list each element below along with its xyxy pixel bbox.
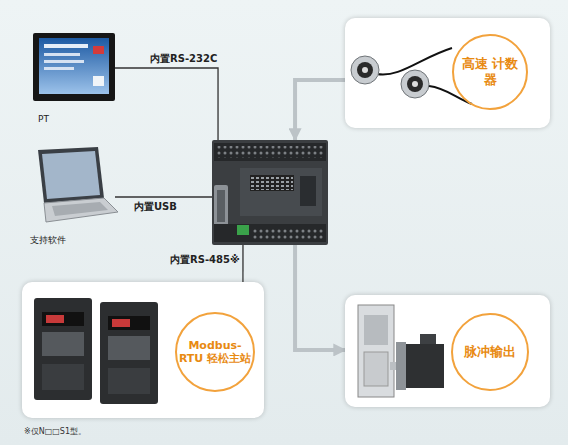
encoder-body: [401, 70, 429, 98]
rs232c-port-inner: [217, 190, 225, 222]
encoder-shaft: [362, 67, 368, 73]
rs232c-port: [214, 185, 228, 227]
plc-unit: [212, 140, 328, 245]
plc-cover: [300, 176, 316, 206]
pt-screen: [39, 38, 109, 94]
screen-widget: [44, 67, 74, 70]
function-title: Modbus-RTU 轻松主站: [178, 332, 252, 372]
motor-connector: [420, 334, 436, 344]
highlight-circle: [452, 314, 528, 390]
inverter-display: [108, 316, 150, 330]
function-title: 高速 计数器: [459, 50, 521, 94]
laptop-screen: [42, 151, 100, 199]
function-panel: 脉冲输出: [345, 295, 550, 407]
highlight-circle: [176, 313, 254, 391]
footnote: ※仅N□□S1型。: [24, 426, 86, 437]
encoder-body: [351, 56, 379, 84]
cable-line: [115, 68, 218, 140]
motor-flange: [396, 342, 406, 390]
led-row: [251, 176, 293, 190]
pt-bezel: [33, 33, 115, 101]
port-label: 内置RS-485※: [170, 253, 240, 267]
servo-driver: [358, 305, 394, 397]
function-title: 脉冲输出: [455, 337, 525, 367]
driver-panel: [364, 315, 388, 345]
terminal-strip: [214, 224, 326, 242]
servo-motor: [402, 344, 444, 388]
plc-front: [240, 168, 322, 216]
laptop-base: [44, 198, 118, 222]
device-node: PT: [28, 30, 115, 128]
inverter-body: [34, 298, 92, 400]
screen-widget: [44, 53, 80, 56]
laptop-lid: [38, 147, 104, 203]
highlight-circle: [453, 35, 527, 109]
laptop-keyboard: [52, 202, 108, 216]
encoder-face: [407, 76, 423, 92]
device-node: 支持软件: [25, 145, 115, 250]
rs485-connector: [237, 225, 249, 235]
inverter-vent: [108, 368, 150, 394]
screen-widget: [93, 76, 104, 86]
function-panel: 高速 计数器: [345, 18, 550, 128]
terminal-row: [216, 146, 324, 158]
screen-widget: [44, 44, 88, 48]
encoder-cable: [377, 48, 452, 75]
cable-line: [242, 245, 243, 282]
inverter-vent: [42, 364, 84, 390]
flow-arrow: [295, 245, 345, 350]
inverter-body: [100, 302, 158, 404]
motor-shaft: [390, 362, 396, 370]
screen-widget: [44, 60, 84, 63]
inverter-digits: [46, 315, 64, 323]
inverter-keypad: [42, 332, 84, 356]
driver-connector: [364, 352, 388, 386]
inverter-digits: [112, 319, 130, 327]
port-label: 内置RS-232C: [150, 52, 217, 66]
device-label: 支持软件: [30, 234, 66, 247]
screen-widget: [93, 46, 104, 54]
encoder-face: [357, 62, 373, 78]
flow-arrow: [295, 80, 345, 140]
port-label: 内置USB: [134, 200, 177, 214]
led-panel: [250, 175, 294, 191]
terminal-row: [252, 227, 324, 239]
inverter-display: [42, 312, 84, 326]
encoder-cable: [429, 86, 472, 104]
terminal-strip: [214, 143, 326, 161]
function-panel: Modbus-RTU 轻松主站: [22, 282, 264, 418]
encoder-shaft: [412, 81, 418, 87]
inverter-keypad: [108, 336, 150, 360]
cable-line: [115, 196, 212, 197]
device-label: PT: [38, 114, 49, 124]
